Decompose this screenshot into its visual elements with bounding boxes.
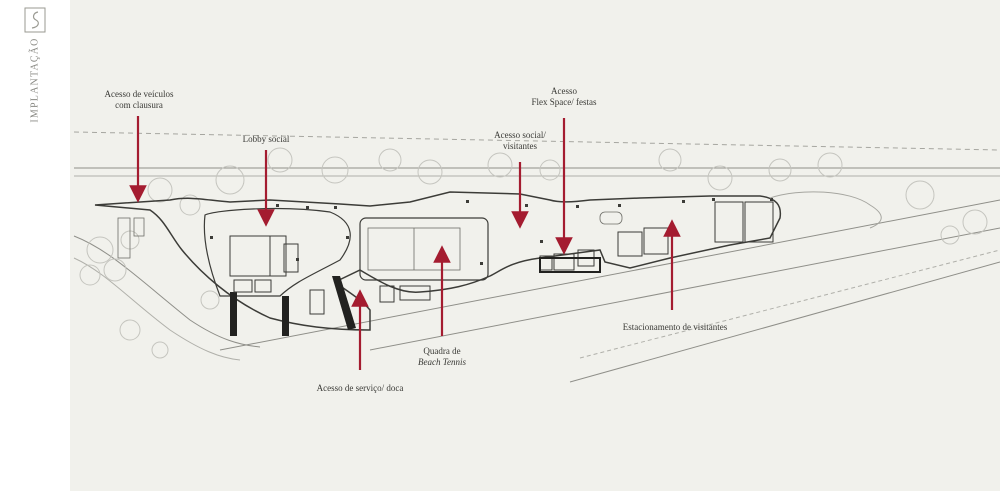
columns [210, 198, 773, 265]
label-vehicle-access: Acesso de veículos com clausura [104, 89, 174, 110]
beach-tennis-court [359, 217, 489, 281]
curve-line [73, 235, 261, 348]
label-visitor-parking: Estacionamento de visitantes [622, 322, 728, 332]
label-social-access: Acesso social/ visitantes [494, 130, 546, 151]
brand-monogram-icon [24, 7, 46, 33]
site-plan-drawing [73, 116, 1000, 383]
annotation-arrows [129, 116, 681, 370]
label-flex-space-access: Acesso Flex Space/ festas [531, 86, 597, 107]
parking-edge [769, 191, 882, 229]
label-service-access: Acesso de serviço/ doca [316, 383, 404, 393]
site-plan: Acesso de veículos com clausura Lobby so… [70, 0, 1000, 491]
property-line [73, 131, 1000, 151]
core-rooms [229, 201, 774, 315]
gate-booth [117, 217, 145, 259]
sidebar: IMPLANTAÇÃO [0, 0, 71, 491]
avenue-line [579, 249, 1000, 359]
flex-space-block [539, 257, 601, 273]
structural-walls [230, 276, 356, 336]
avenue-line [569, 261, 1000, 383]
building-outline-inner [203, 207, 351, 297]
avenue-line [369, 227, 1000, 351]
trees [79, 147, 988, 359]
building-outline [94, 191, 782, 331]
label-beach-tennis: Quadra de Beach Tennis [418, 346, 466, 367]
curve-line [73, 257, 241, 361]
section-label: IMPLANTAÇÃO [29, 37, 41, 123]
car-icon [599, 211, 623, 225]
label-lobby: Lobby social [242, 134, 290, 144]
